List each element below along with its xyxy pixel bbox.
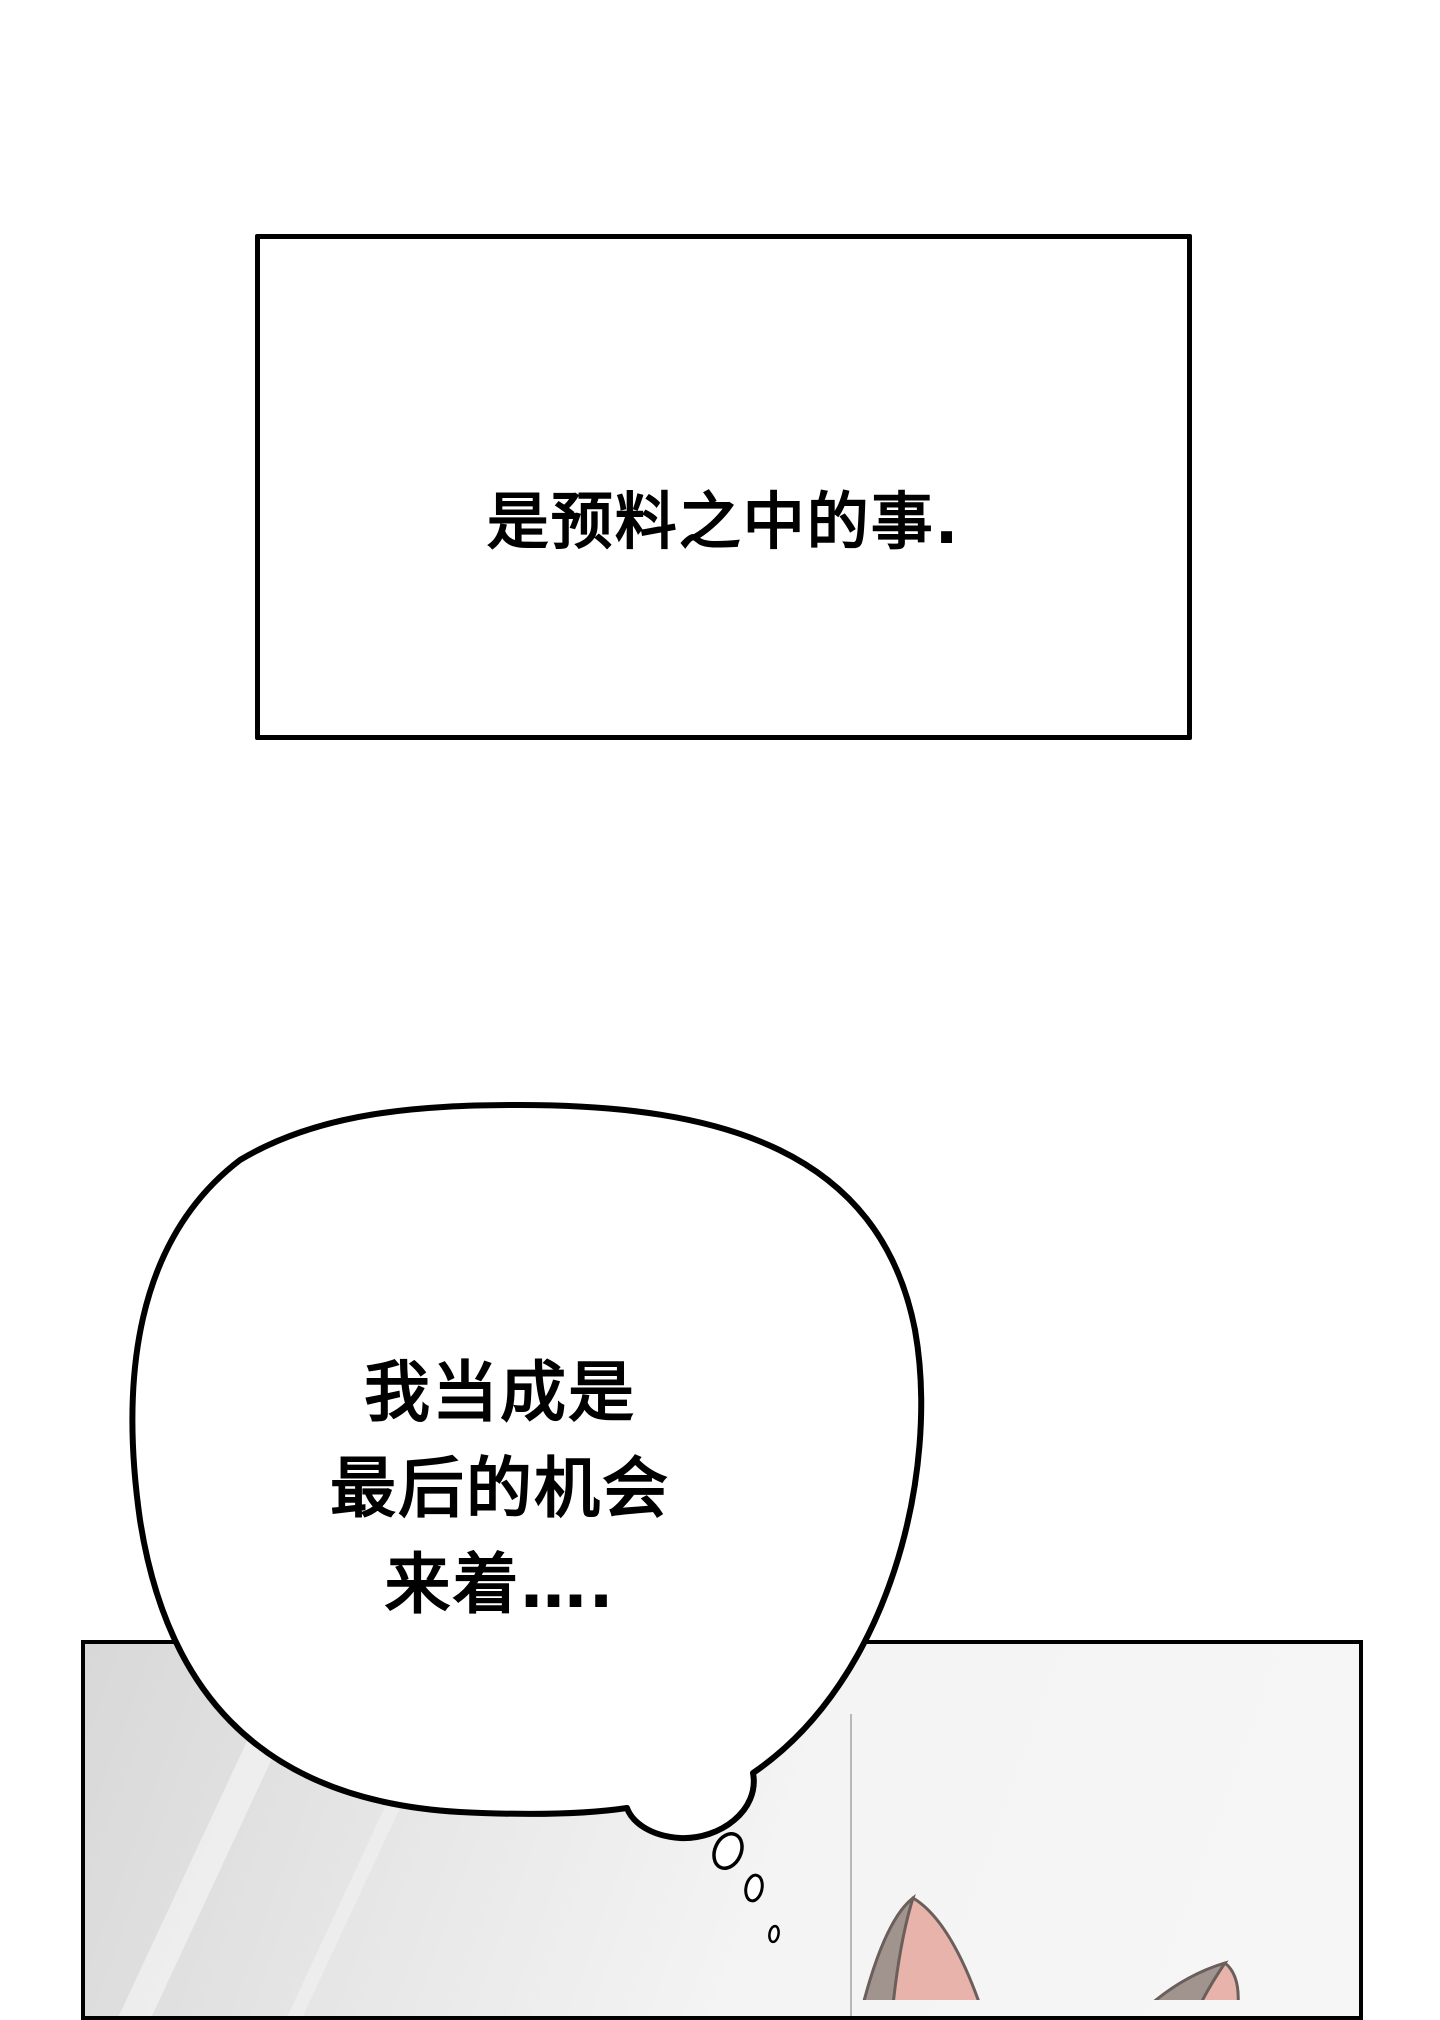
light-streak: [85, 1724, 283, 2016]
thought-bubble-text: 我当成是 最后的机会 来着….: [240, 1345, 760, 1633]
light-streak: [244, 1764, 418, 2016]
thought-line: 来着….: [384, 1546, 616, 1623]
thought-line: 我当成是: [364, 1354, 636, 1431]
narration-text: 是预料之中的事.: [486, 485, 961, 558]
window-edge-line: [850, 1714, 852, 2016]
thought-line: 最后的机会: [330, 1450, 670, 1527]
scene-panel: [81, 1640, 1363, 2020]
narration-caption-box: 是预料之中的事.: [255, 234, 1192, 740]
